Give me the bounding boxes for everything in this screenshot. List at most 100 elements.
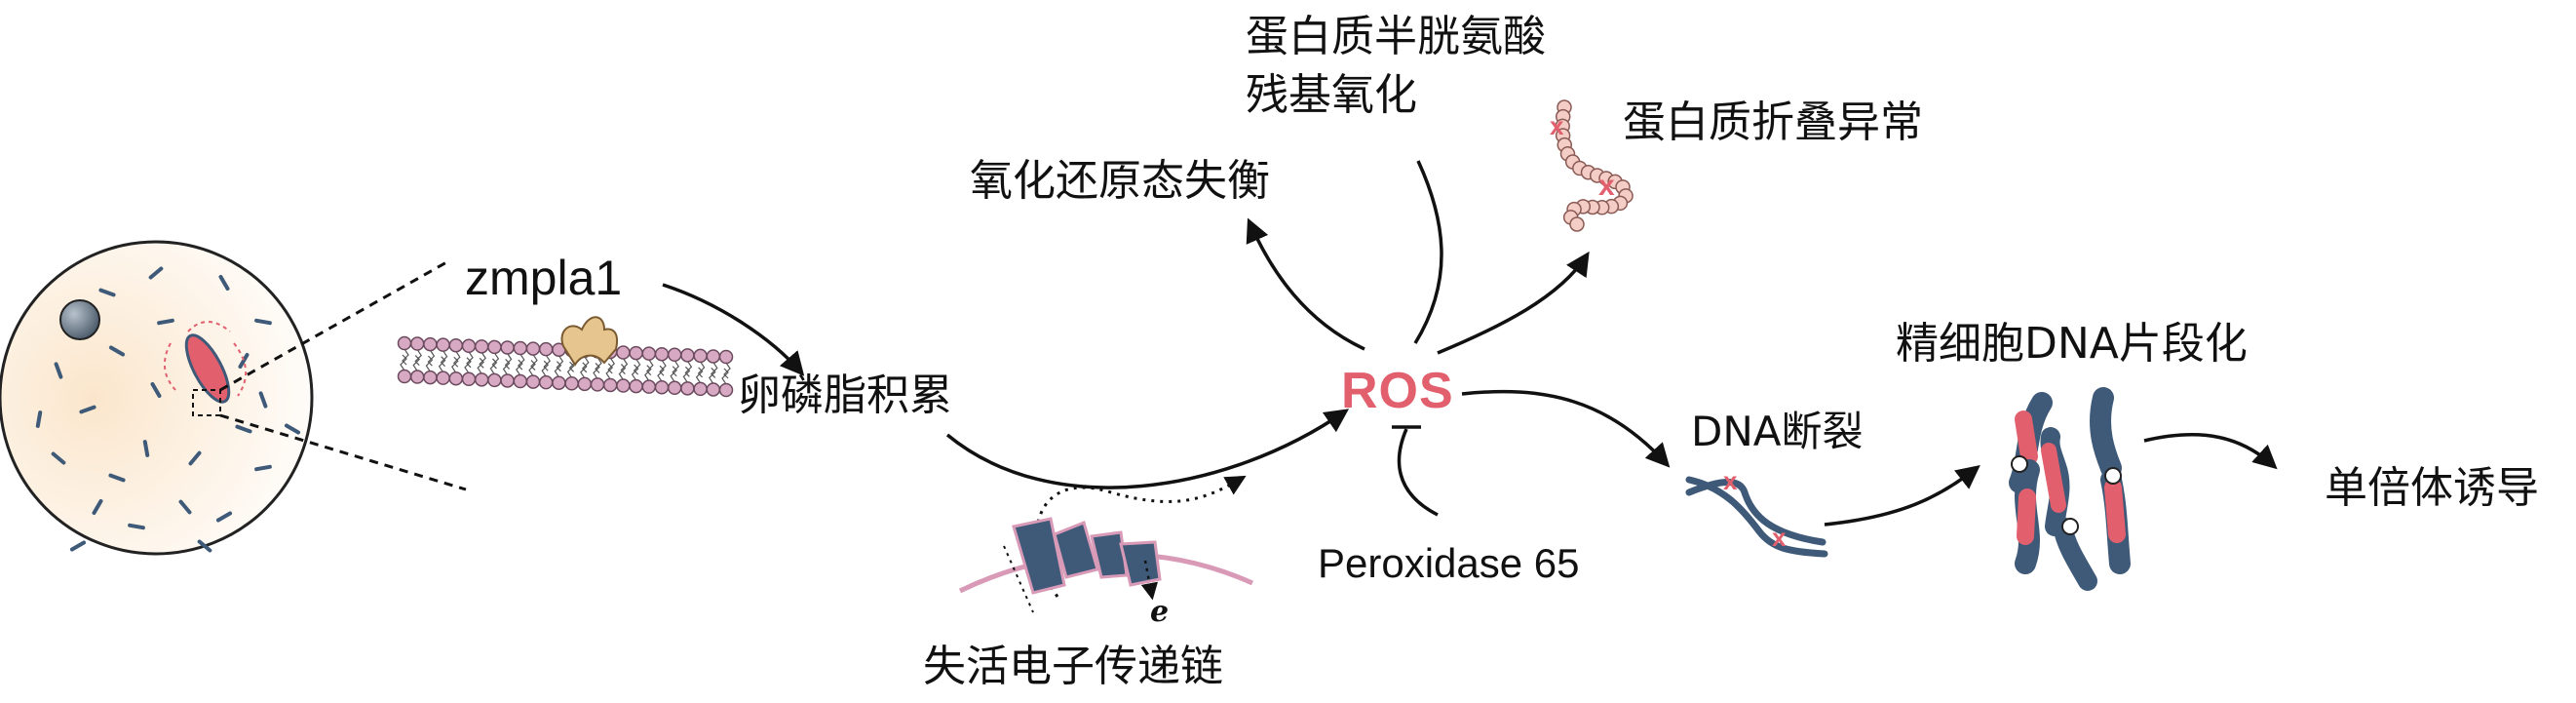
lipid-head [680,381,695,396]
lipid-head [513,340,528,356]
lipid-head [409,336,425,351]
protein-bead [1569,216,1585,232]
lipid-tail [644,359,654,381]
redox-imbalance-label: 氧化还原态失衡 [970,156,1270,206]
lipid-head [718,349,734,365]
lipid-tail [618,358,629,380]
arrow-frag-to-haploid [2143,433,2278,470]
electron-symbol: e [1150,595,1170,629]
lipid-tail [541,354,551,377]
lipid-head [654,346,670,362]
lipid-head [500,340,515,355]
lipid-head [629,378,643,394]
lipid-head [500,373,515,388]
lipid-tail [682,360,693,383]
lipid-head [487,372,502,388]
sperm-cell [163,321,247,404]
lipid-head [525,374,541,389]
starch-granules [35,266,301,553]
lipid-tail [695,361,706,384]
starch-granule [51,451,66,465]
lipid-tail [477,352,486,374]
starch-granule [238,352,250,370]
lipid-head [461,371,477,387]
lipid-tail [721,362,731,385]
arrow-gene-to-lecithin [662,283,805,376]
zoom-box [192,389,221,416]
dna-damage-mark-1: x [1723,466,1738,495]
lipid-tail [631,358,641,381]
fragmented-chromosomes [2009,387,2131,591]
haploid-induction-label: 单倍体诱导 [2325,463,2539,513]
arrow-dna-break-to-frag [1824,464,1980,527]
lipid-head [641,379,657,394]
lipid-head [397,369,412,384]
starch-granule [69,540,87,552]
pollen-grain [0,240,314,556]
lipid-head [564,376,579,391]
lipid-bilayer [397,316,734,398]
lipid-head [616,378,631,393]
lipid-head [436,371,450,385]
lipid-tail [438,350,448,373]
lipid-head [718,382,734,398]
starch-granule [148,266,164,280]
lipid-head [706,382,721,397]
lipid-head [538,374,554,390]
lipid-head [487,339,502,355]
lipid-head [423,370,438,385]
lipid-tail [451,350,461,373]
starch-granule [284,423,301,435]
starch-granule [258,391,268,409]
lipid-tail [554,355,564,378]
starch-granule [35,410,43,428]
sperm-dna-fragmentation-label: 精细胞DNA片段化 [1896,319,2248,369]
arrow-ros-to-dna-break [1461,389,1671,468]
lipid-tail [580,356,590,379]
lipid-head [474,339,489,354]
cysteine-oxidation-label-line1: 蛋白质半胱氨酸 [1246,12,1546,61]
lipid-head [616,345,631,360]
starch-granule [128,523,145,530]
lipid-head [552,375,566,390]
lipid-tail [412,349,422,371]
lipid-head [577,376,593,392]
inhibit-peroxidase-to-ros [1397,428,1439,517]
lipid-head [680,348,695,363]
lipid-head [667,347,682,363]
lipid-head [641,346,657,361]
arrow-ros-to-misfold [1437,251,1590,355]
starch-granule [98,288,116,297]
gene-label: zmpla1 [465,251,623,305]
lecithin-accumulation-label: 卵磷脂积累 [738,371,952,420]
lipid-head [706,349,721,364]
lipid-head [602,377,618,393]
inactive-etc-label: 失活电子传递链 [923,642,1223,691]
starch-granule [108,473,126,483]
membrane-protein [560,316,618,367]
lipid-tail [464,351,474,374]
lipid-head [590,377,605,392]
peroxidase-label: Peroxidase 65 [1318,540,1580,586]
zoom-lines [219,259,467,491]
starch-granule [142,440,150,457]
lipid-tail [670,360,679,383]
lipid-head [693,381,708,397]
lipid-tail [709,362,718,384]
starch-granule [92,498,103,516]
lipid-tail [425,349,436,372]
arrow-ros-to-redox [1246,217,1365,351]
dna-break-label: DNA断裂 [1691,408,1864,455]
starch-granule [79,405,96,414]
protein-misfolding-label: 蛋白质折叠异常 [1623,98,1923,147]
lipid-tail [605,357,615,380]
lipid-tail [489,352,500,375]
starch-granule [54,362,63,379]
arrow-lecithin-to-ros [945,409,1350,489]
starch-granule [197,539,212,553]
lipid-tail [516,353,525,376]
starch-granule [188,450,202,466]
lipid-head [629,345,643,361]
lipid-head [538,341,554,357]
